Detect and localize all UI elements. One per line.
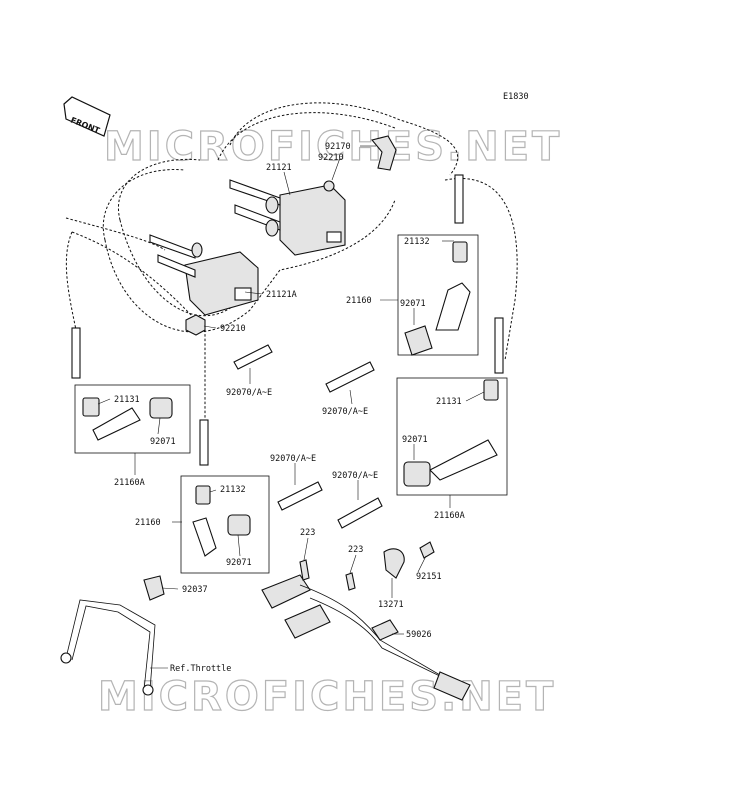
label-92037: 92037 (182, 585, 208, 595)
bracket-92037 (60, 575, 165, 696)
label-21160A-left: 21160A (114, 478, 145, 488)
plug-cap-right-lower (403, 439, 498, 487)
cap-assembly-box-mid (180, 475, 270, 574)
terminal-left (71, 327, 100, 417)
label-21132-right: 21132 (404, 237, 430, 247)
plug-cap-mid (192, 514, 251, 557)
cap-assembly-box-left (74, 384, 191, 454)
clamp-13271 (383, 548, 405, 579)
bolt-223-a (299, 559, 310, 581)
label-92070-mid1: 92070/A~E (270, 454, 316, 464)
terminal-right-mid (483, 317, 504, 401)
cap-assembly-box-right-upper (397, 234, 479, 356)
plug-cap-left (92, 397, 173, 441)
label-21160-right: 21160 (346, 296, 372, 306)
spark-plug-1 (233, 344, 273, 370)
front-arrow-icon: FRONT (63, 96, 111, 137)
label-21131-left: 21131 (114, 395, 140, 405)
label-92151: 92151 (416, 572, 442, 582)
label-92071-right-lower: 92071 (402, 435, 428, 445)
spark-plug-4 (337, 497, 383, 529)
label-92170: 92170 (325, 142, 351, 152)
leader-lines (97, 145, 485, 669)
spark-plug-2 (325, 361, 375, 393)
label-21121A: 21121A (266, 290, 297, 300)
label-92210-top: 92210 (318, 153, 344, 163)
terminal-right-upper (452, 174, 468, 263)
label-21160-mid: 21160 (135, 518, 161, 528)
plug-cap-right-upper (404, 282, 471, 356)
label-13271: 13271 (378, 600, 404, 610)
diagram-code: E1830 (503, 92, 529, 102)
bolt-92151 (419, 541, 435, 559)
label-21160A-right: 21160A (434, 511, 465, 521)
label-21121: 21121 (266, 163, 292, 173)
label-21132-mid: 21132 (220, 485, 246, 495)
watermark-top: MICROFICHES.NET (104, 124, 562, 170)
upper-harness (65, 102, 518, 420)
watermark-bottom: MICROFICHES.NET (98, 674, 556, 720)
label-59026: 59026 (406, 630, 432, 640)
label-92071-right: 92071 (400, 299, 426, 309)
ignition-coil-lower (149, 234, 259, 316)
label-92070-left: 92070/A~E (226, 388, 272, 398)
bolt-223-b (345, 572, 356, 591)
part-labels: 92170 92210 21121 21121A 92210 21132 211… (114, 142, 465, 674)
label-92210: 92210 (220, 324, 246, 334)
label-223-b: 223 (348, 545, 363, 555)
label-92071-left: 92071 (150, 437, 176, 447)
label-92071-mid: 92071 (226, 558, 252, 568)
label-223-a: 223 (300, 528, 315, 538)
label-21131-right: 21131 (436, 397, 462, 407)
label-92070-center: 92070/A~E (322, 407, 368, 417)
spark-plug-3 (277, 481, 323, 511)
wiring-harness-59026 (261, 574, 471, 701)
label-92070-mid2: 92070/A~E (332, 471, 378, 481)
ignition-coil-upper (229, 179, 346, 256)
nut-92210 (185, 314, 206, 336)
terminal-mid (195, 419, 211, 505)
cap-assembly-box-right-lower (396, 377, 508, 496)
clamp-92170 (371, 135, 397, 171)
label-ref-throttle: Ref.Throttle (170, 664, 231, 674)
